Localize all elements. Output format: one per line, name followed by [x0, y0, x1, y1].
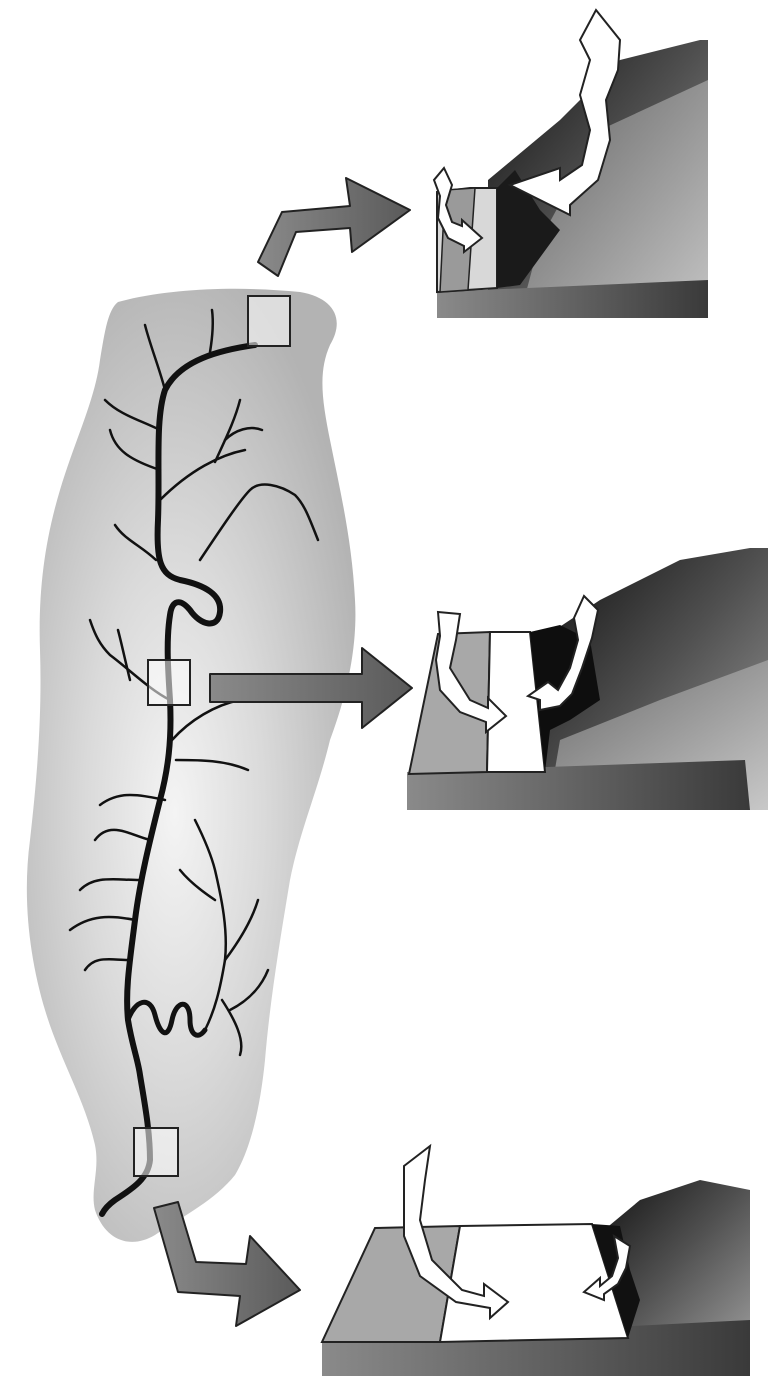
catchment-basin: [27, 289, 356, 1242]
upper-reach-marker: [248, 296, 290, 346]
lower-callout-arrow: [154, 1202, 300, 1326]
catchment-outline: [27, 289, 356, 1242]
middle-reach-marker: [148, 660, 190, 705]
upper-reach-block: [434, 10, 708, 318]
upper-callout-arrow: [258, 178, 410, 276]
middle-reach-block: [407, 548, 768, 810]
lower-reach-block: [322, 1146, 750, 1376]
lower-reach-marker: [134, 1128, 178, 1176]
